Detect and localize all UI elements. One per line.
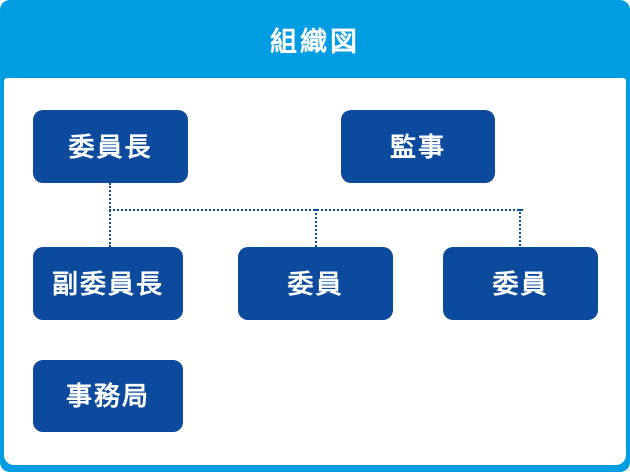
org-node-member-1: 委員 bbox=[238, 247, 393, 320]
org-node-vice-chairperson: 副委員長 bbox=[33, 247, 183, 320]
connector-chairperson-to-vice-chairperson bbox=[109, 183, 111, 247]
page-title: 組織図 bbox=[270, 26, 360, 57]
org-node-chairperson: 委員長 bbox=[33, 110, 188, 183]
org-node-member-2: 委員 bbox=[443, 247, 598, 320]
card-header: 組織図 bbox=[0, 0, 630, 78]
org-node-secretariat: 事務局 bbox=[33, 360, 183, 432]
connector-branch-to-member-2 bbox=[519, 209, 521, 246]
connector-branch-to-member-1 bbox=[315, 209, 317, 247]
org-chart-panel: 委員長 監事 副委員長 委員 委員 事務局 bbox=[4, 78, 626, 465]
org-node-auditor: 監事 bbox=[341, 110, 495, 183]
